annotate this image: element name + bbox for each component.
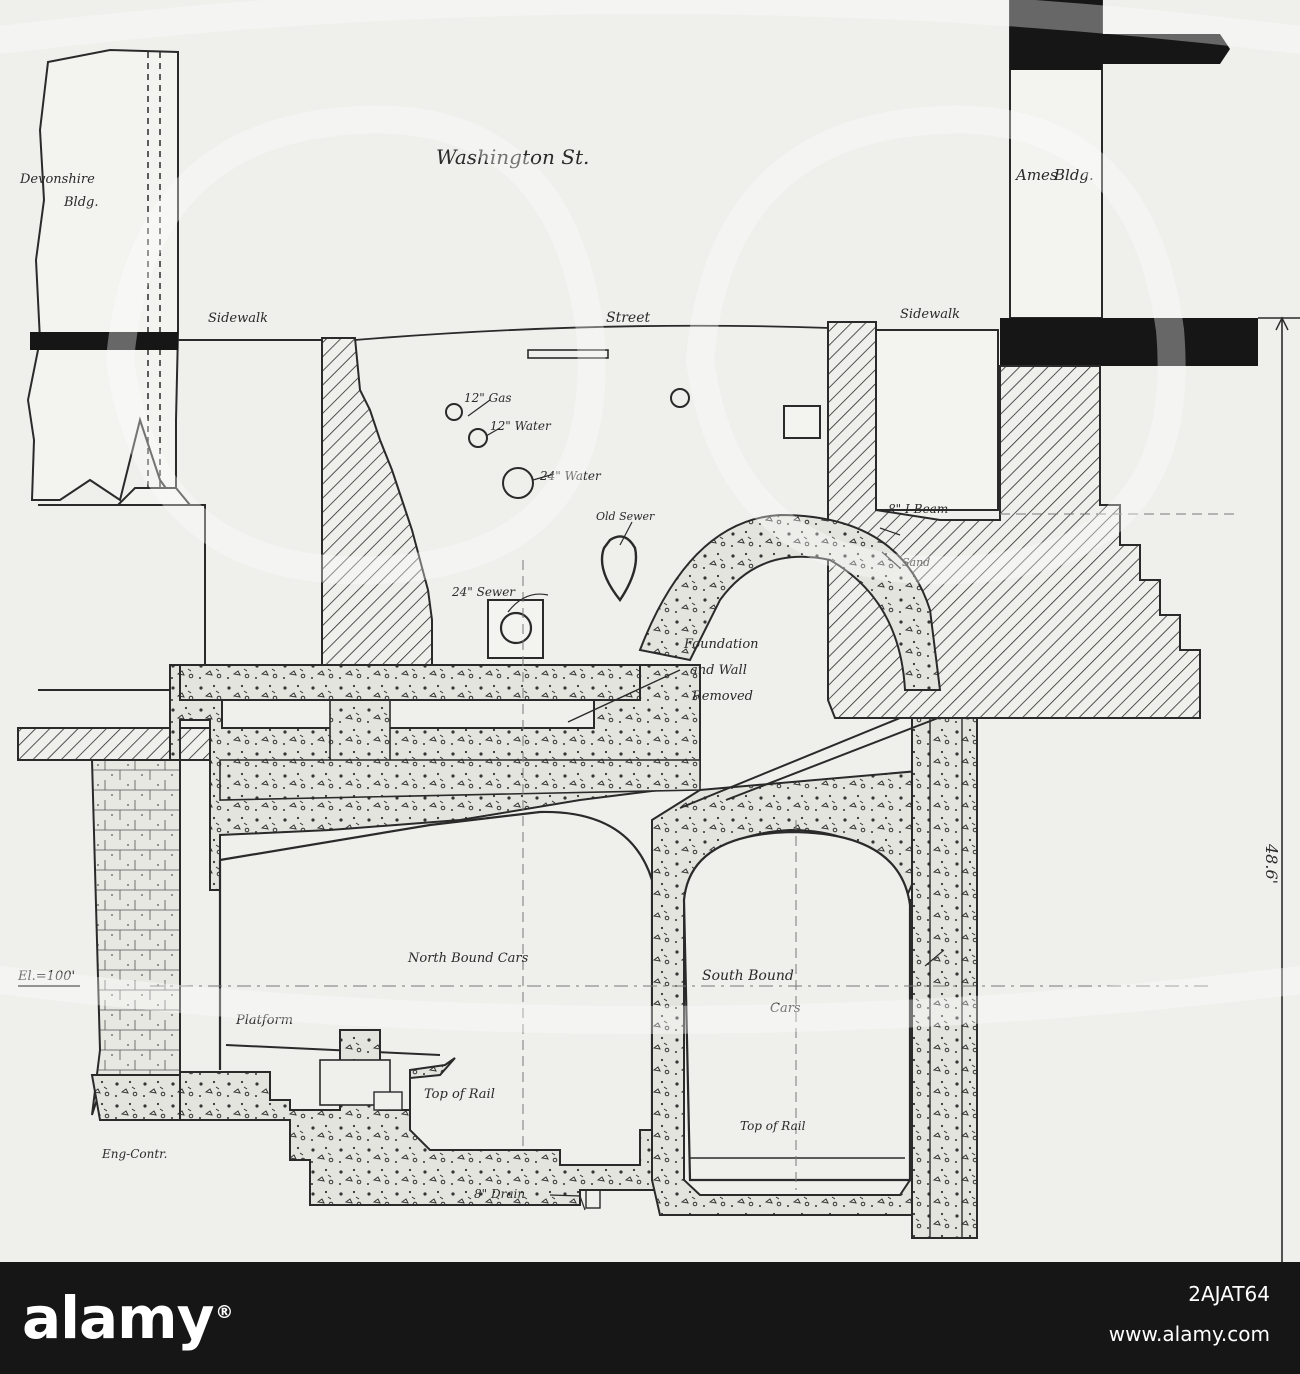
ames-building: [1000, 0, 1258, 366]
pipe: [670, 388, 690, 408]
label-dimension: 48.6': [1262, 843, 1281, 884]
left-floor-slab: [30, 332, 178, 350]
old-sewer: [600, 535, 638, 603]
label-devonshire: Devonshire: [19, 172, 95, 187]
left-pier: [90, 759, 192, 1116]
sewer-24: [499, 611, 533, 645]
stock-photo-banner: alamy® 2AJAT64 www.alamy.com: [0, 1262, 1300, 1374]
alamy-logo: alamy®: [22, 1284, 233, 1352]
label-i-beam: 8" I-Beam: [888, 502, 948, 516]
devonshire-building: [26, 48, 206, 691]
label-elevation: El.=100': [17, 969, 75, 984]
site-url: www.alamy.com: [1108, 1322, 1270, 1346]
water-pipe-12: [468, 428, 488, 448]
label-bldg-right: Bldg.: [1053, 166, 1094, 184]
label-sewer-24: 24" Sewer: [451, 585, 516, 599]
cross-section-svg: Devonshire Bldg. Washington St. Ames Bld…: [17, 0, 1300, 1262]
label-street: Street: [606, 310, 650, 326]
label-water-24: 24" Water: [539, 469, 602, 483]
right-floor-slab: [1000, 318, 1258, 366]
label-ames: Ames: [1014, 166, 1058, 184]
label-water-12: 12" Water: [490, 419, 552, 433]
label-sidewalk-right: Sidewalk: [900, 307, 960, 322]
roof-slab-left: [169, 664, 701, 1096]
label-top-of-rail-left: Top of Rail: [424, 1087, 495, 1102]
label-north-bound: North Bound Cars: [407, 951, 529, 966]
label-drain: 8" Drain: [474, 1187, 525, 1201]
label-sidewalk-left: Sidewalk: [208, 311, 268, 326]
sewer-box: [487, 599, 544, 659]
label-foundation-2: and Wall: [690, 663, 747, 678]
utility-box: [783, 405, 821, 439]
label-foundation-1: Foundation: [683, 637, 759, 652]
label-sand: Sand: [902, 556, 930, 569]
street-grate: [527, 349, 609, 359]
label-south-bound-1: South Bound: [702, 968, 794, 984]
label-platform: Platform: [235, 1013, 293, 1028]
south-bound-tunnel: [682, 830, 912, 1182]
label-credit: Eng-Contr.: [101, 1147, 167, 1161]
label-old-sewer: Old Sewer: [596, 510, 655, 523]
label-washington-st: Washington St.: [436, 145, 589, 169]
image-code: 2AJAT64: [1188, 1282, 1270, 1306]
subway-cross-section-drawing: Devonshire Bldg. Washington St. Ames Bld…: [17, 0, 1300, 1262]
label-gas-pipe: 12" Gas: [464, 391, 512, 405]
right-outer-wall: [911, 717, 978, 1239]
gas-pipe: [445, 403, 463, 421]
label-south-bound-2: Cars: [770, 1001, 801, 1016]
left-retaining-wall: [17, 337, 433, 761]
water-pipe-24: [502, 467, 534, 499]
label-foundation-3: Removed: [691, 689, 753, 704]
old-arch: [638, 513, 942, 691]
platform-slab: [179, 1029, 661, 1206]
label-top-of-rail-right: Top of Rail: [740, 1119, 806, 1133]
label-bldg-left: Bldg.: [63, 195, 99, 210]
